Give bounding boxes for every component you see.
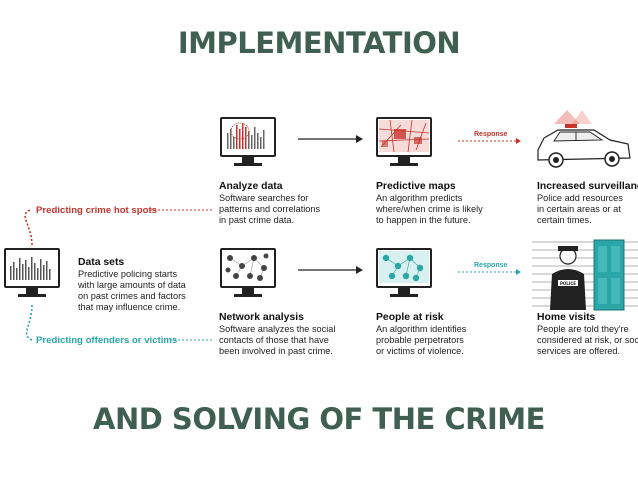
node-line: Police add resources (537, 193, 623, 203)
node-line: contacts of those that have (219, 335, 329, 345)
response-label-bottom: Response (474, 262, 508, 269)
node-line: in certain areas or at (537, 204, 621, 214)
node-title: Network analysis (219, 312, 304, 323)
bar-chart-monitor-icon (4, 248, 60, 300)
node-line: Software searches for (219, 193, 309, 203)
node-title: Increased surveillance (537, 181, 638, 192)
node-analyze-data: Analyze data Software searches for patte… (219, 181, 349, 226)
house-police-officer-icon: POLICE (532, 239, 638, 311)
node-line: been involved in past crime. (219, 346, 333, 356)
node-line: People are told they're (537, 324, 629, 334)
node-line: Software analyzes the social (219, 324, 336, 334)
node-data-sets: Data sets Predictive policing starts wit… (78, 257, 208, 313)
people-map-monitor-icon (376, 248, 432, 300)
title-top: IMPLEMENTATION (177, 26, 461, 60)
arrow-icon (298, 266, 363, 274)
node-title: Analyze data (219, 181, 283, 192)
arrow-icon (298, 135, 363, 143)
node-title: People at risk (376, 312, 444, 323)
analyze-chart-monitor-icon (220, 117, 276, 169)
node-line: certain times. (537, 215, 592, 225)
node-line: Predictive policing starts (78, 269, 178, 279)
node-line: An algorithm identifies (376, 324, 467, 334)
node-line: services are offered. (537, 346, 621, 356)
node-home-visits: Home visits People are told they're cons… (537, 312, 638, 357)
police-car-icon (537, 110, 631, 168)
police-badge: POLICE (560, 281, 576, 286)
node-line: patterns and correlations (219, 204, 321, 214)
node-line: An algorithm predicts (376, 193, 463, 203)
branch-label-hot-spots: Predicting crime hot spots (36, 205, 158, 216)
node-title: Predictive maps (376, 181, 456, 192)
node-title: Data sets (78, 257, 125, 268)
node-network-analysis: Network analysis Software analyzes the s… (219, 312, 359, 357)
node-line: where/when crime is likely (376, 204, 483, 214)
node-people-at-risk: People at risk An algorithm identifies p… (376, 312, 506, 357)
node-line: with large amounts of data (78, 280, 186, 290)
node-line: on past crimes and factors (78, 291, 186, 301)
node-line: considered at risk, or social (537, 335, 638, 345)
node-predictive-maps: Predictive maps An algorithm predicts wh… (376, 181, 506, 226)
node-line: in past crime data. (219, 215, 295, 225)
node-line: that may influence crime. (78, 302, 181, 312)
network-monitor-icon (220, 248, 276, 300)
node-line: probable perpetrators (376, 335, 464, 345)
response-label-top: Response (474, 131, 508, 138)
node-increased-surveillance: Increased surveillance Police add resour… (537, 181, 638, 226)
branch-label-offenders: Predicting offenders or victims (36, 335, 178, 346)
map-monitor-icon (376, 117, 432, 169)
node-line: to happen in the future. (376, 215, 471, 225)
title-bottom: AND SOLVING OF THE CRIME (93, 402, 545, 436)
node-line: or victims of violence. (376, 346, 464, 356)
node-title: Home visits (537, 312, 596, 323)
